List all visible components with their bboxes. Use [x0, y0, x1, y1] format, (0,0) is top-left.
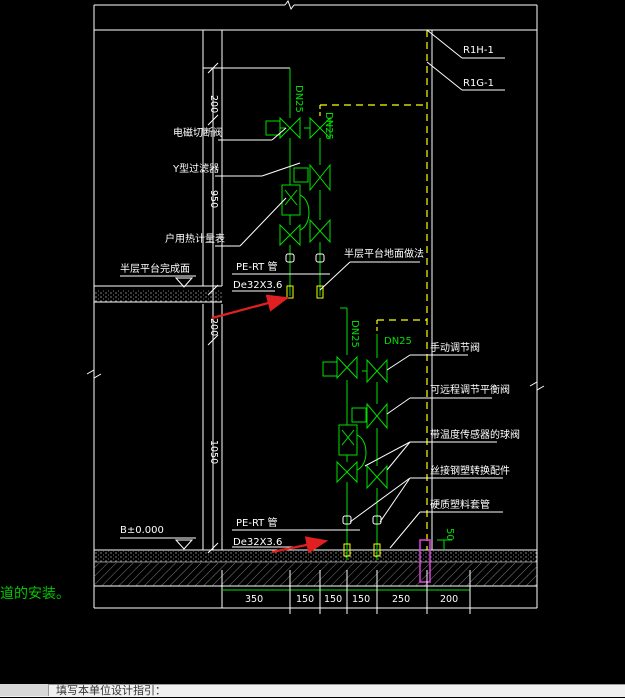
- label-pert-top: PE-RT 管: [236, 260, 277, 273]
- label-floor-level: 半层平台完成面: [120, 262, 190, 275]
- solenoid-valve-icon: [265, 116, 301, 140]
- tag-r1g: R1G-1: [463, 78, 494, 89]
- lower-ball-valve-icon: [336, 460, 388, 490]
- ground-slab: B±0.000: [94, 525, 537, 587]
- supply-dashed-riser: [319, 30, 428, 550]
- hdim-1: 350: [245, 594, 263, 605]
- label-ground-level: B±0.000: [120, 525, 164, 536]
- vdim-1: 200: [208, 95, 219, 113]
- manual-valve-icon: [362, 358, 388, 384]
- drawing-frame: [86, 0, 545, 609]
- label-dn25-b: DN25: [323, 112, 334, 140]
- lower-valve-assembly: DN25 DN25: [322, 307, 431, 583]
- label-y-filter: Y型过滤器: [172, 162, 219, 175]
- label-plastic-sleeve: 硬质塑料套管: [430, 498, 490, 511]
- label-pert-bottom: PE-RT 管: [236, 516, 277, 529]
- hdim-5: 250: [392, 594, 410, 605]
- status-text: 填写本单位设计指引：: [56, 684, 166, 697]
- lower-solenoid-valve-icon: [322, 355, 358, 380]
- red-arrow-top: [211, 294, 290, 320]
- bottom-dimension-chain: 350 150 150 150 250 200: [221, 570, 471, 614]
- hdim-2: 150: [296, 594, 314, 605]
- riser-tags: R1H-1 R1G-1: [426, 29, 505, 91]
- label-dn25-a: DN25: [293, 85, 304, 113]
- status-band: [0, 684, 625, 697]
- label-pert-top-size: De32X3.6: [233, 280, 282, 291]
- lower-meter-icon: [338, 424, 367, 471]
- cover-depth-dimension: 50: [437, 528, 455, 550]
- wall-lines: [202, 30, 433, 550]
- hdim-4: 150: [352, 594, 370, 605]
- status-tab[interactable]: [0, 684, 49, 696]
- label-dn25-d: DN25: [384, 336, 412, 347]
- upper-valve-assembly: DN25 DN25: [265, 68, 334, 299]
- half-landing-slab: 半层平台完成面: [94, 262, 222, 303]
- status-bar: 填写本单位设计指引：: [0, 660, 625, 697]
- vdim-2: 950: [208, 190, 219, 208]
- heat-meter-icon: [281, 184, 310, 231]
- label-solenoid-valve: 电磁切断阀: [173, 126, 223, 139]
- label-balance-valve: 可远程调节平衡阀: [430, 383, 510, 396]
- label-sleeve-valve: 带温度传感器的球阀: [430, 428, 520, 441]
- hdim-6: 200: [440, 594, 458, 605]
- red-arrow-bottom: [271, 536, 329, 554]
- ball-valve-icon: [279, 218, 331, 247]
- balance-valve-icon: [351, 402, 388, 430]
- hdim-3: 150: [324, 594, 342, 605]
- tag-r1h: R1H-1: [463, 45, 494, 56]
- vdim-3: 200: [208, 318, 219, 336]
- label-transition-fitting: 丝接钢塑转换配件: [430, 464, 510, 477]
- label-dim-50: 50: [444, 528, 455, 541]
- plastic-sleeve-icon: [419, 539, 431, 583]
- lower-callouts: 手动调节阀 可远程调节平衡阀 带温度传感器的球阀 丝接钢塑转换配件 硬质塑料套管…: [232, 341, 520, 554]
- label-pert-bottom-size: De32X3.6: [233, 537, 282, 548]
- upper-callouts: 电磁切断阀 Y型过滤器 户用热计量表 PE-RT 管 De32X3.6 半层平台…: [165, 126, 424, 320]
- label-manual-valve: 手动调节阀: [430, 341, 480, 354]
- vdim-4: 1050: [208, 440, 219, 464]
- label-heat-meter: 户用热计量表: [165, 232, 225, 245]
- side-note-text: 道的安装。: [0, 586, 70, 602]
- label-dn25-c: DN25: [349, 320, 360, 348]
- label-floor-note: 半层平台地面做法: [344, 247, 424, 260]
- gate-valve-icon: [304, 116, 331, 140]
- y-filter-icon: [293, 163, 331, 192]
- cad-drawing-canvas[interactable]: R1H-1 R1G-1 200 950 200 1050 半层平台完成面 B±0…: [0, 0, 625, 660]
